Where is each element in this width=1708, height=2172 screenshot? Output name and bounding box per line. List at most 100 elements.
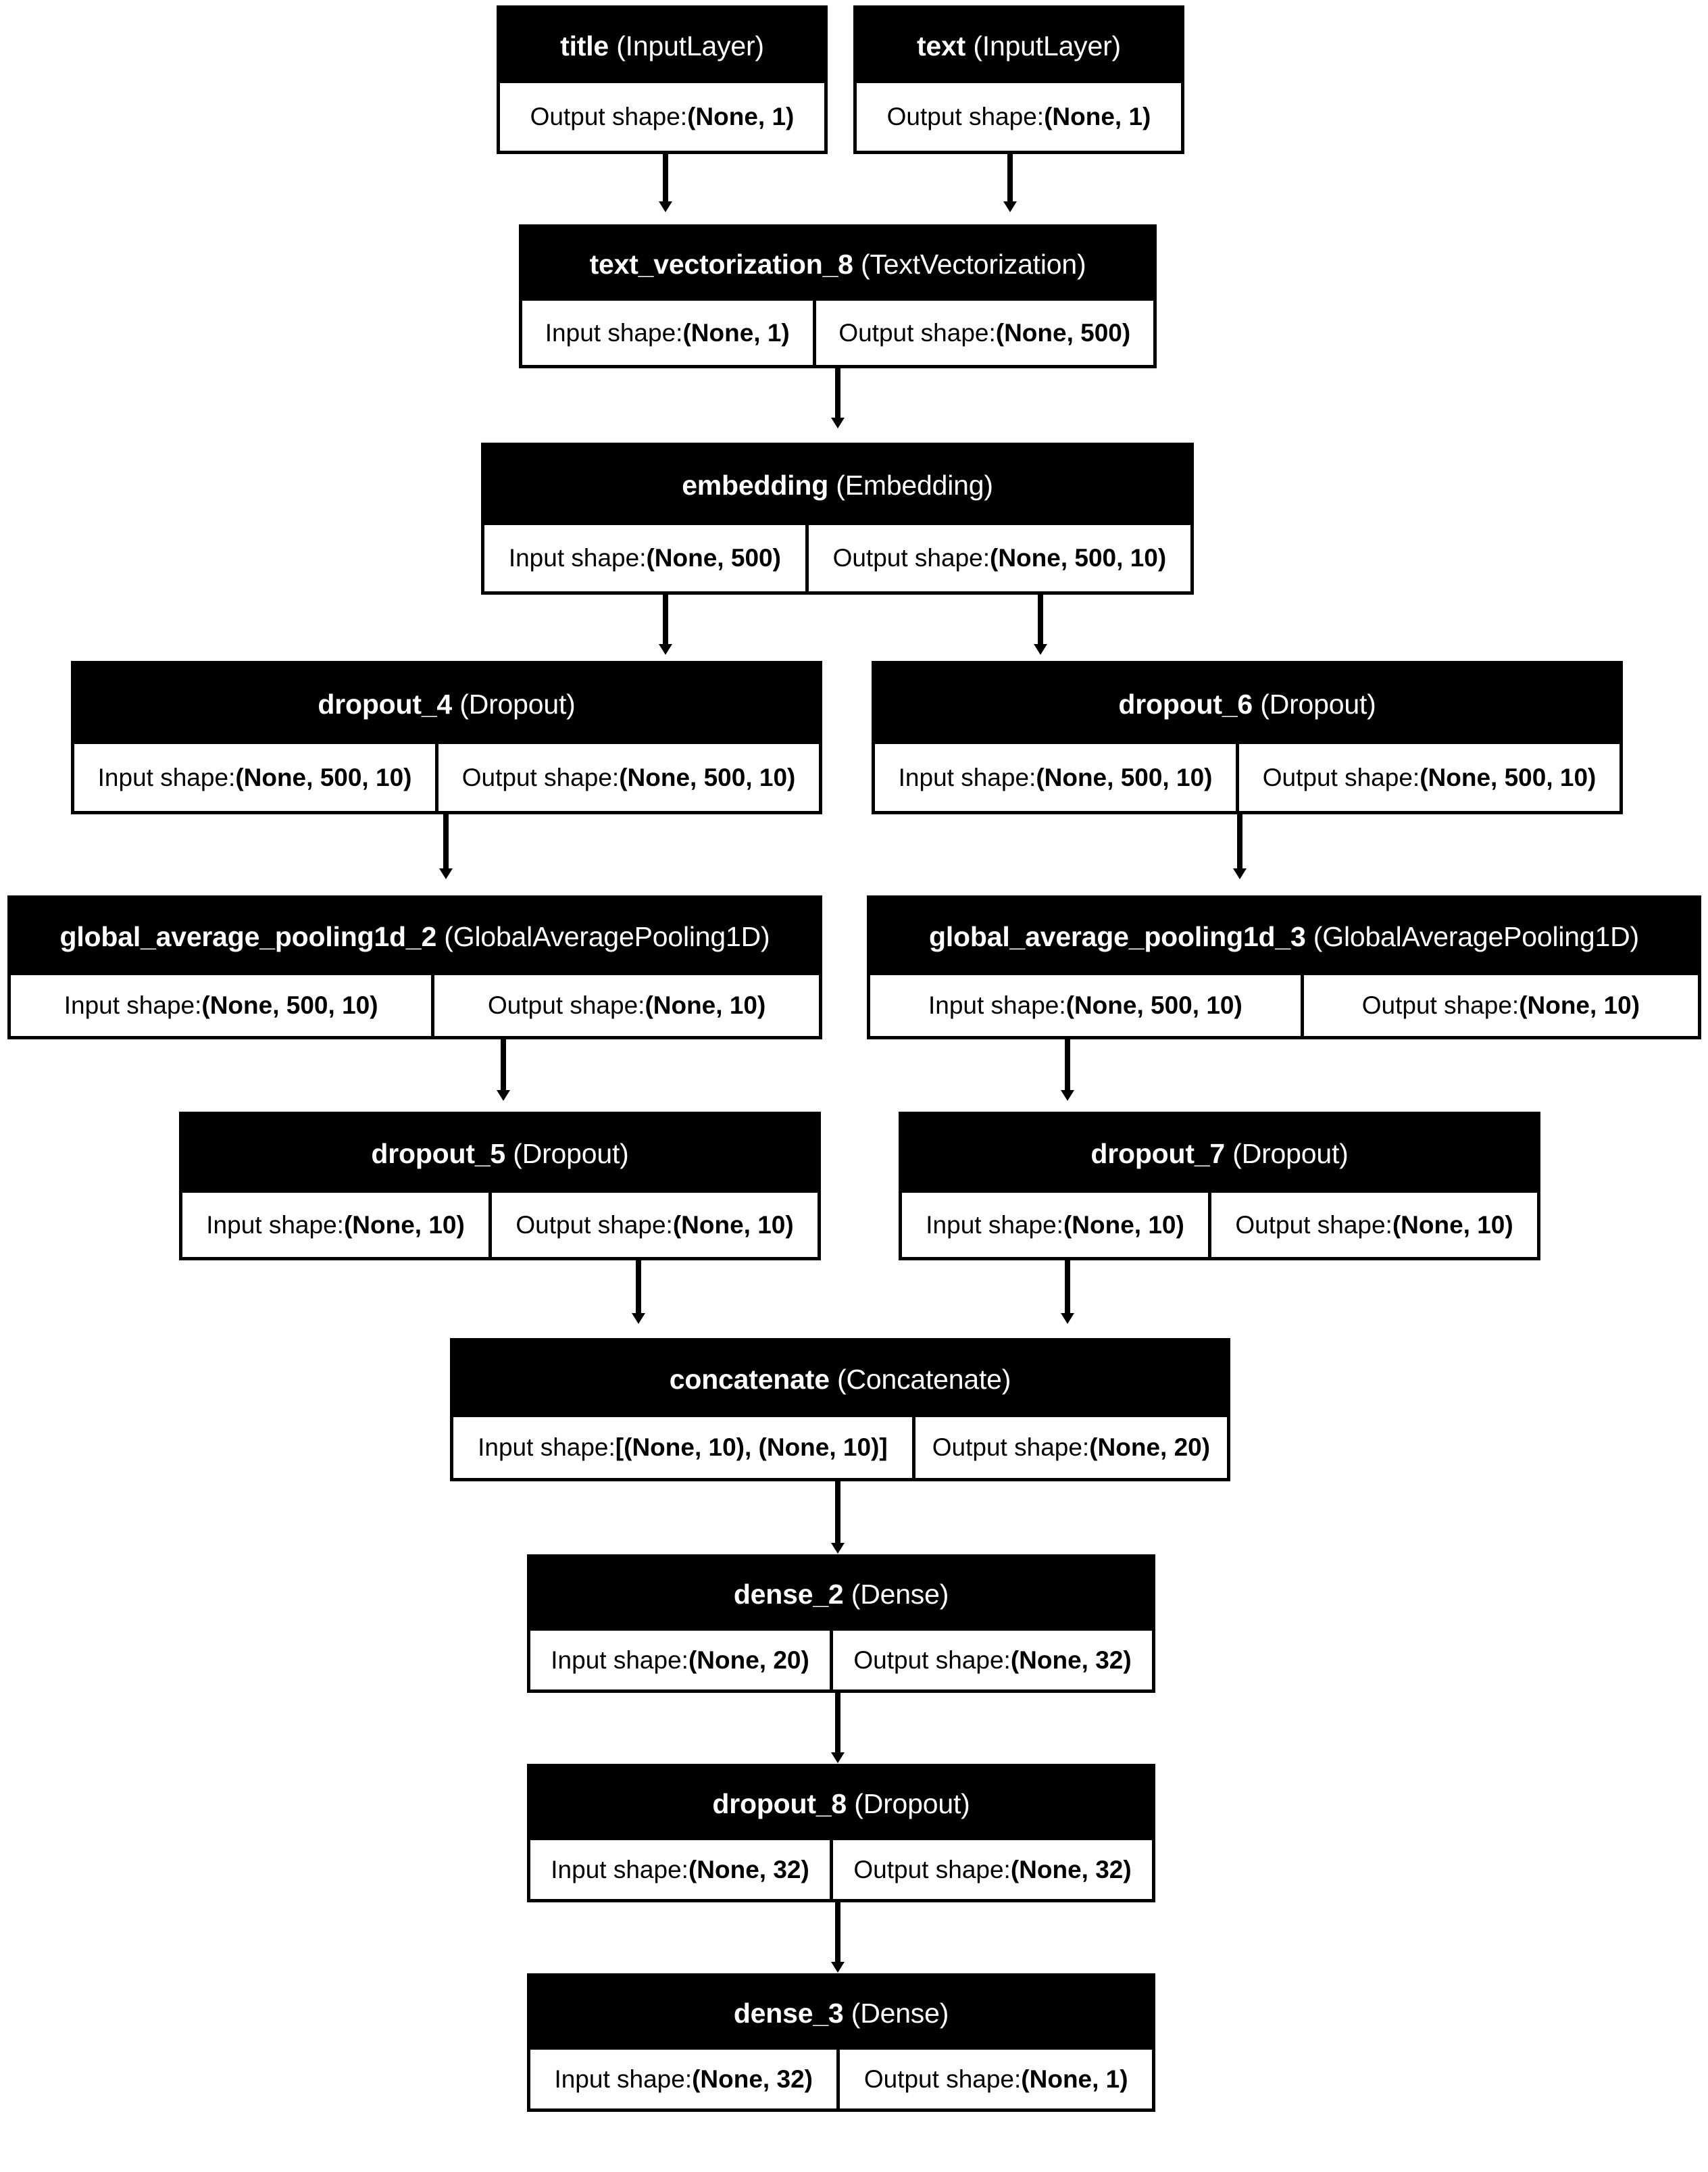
node-dense-2[interactable]: dense_2 (Dense) Input shape: (None, 20) …	[527, 1554, 1155, 1693]
output-shape-value: (None, 500)	[995, 318, 1131, 347]
output-shape-value: (None, 1)	[687, 103, 795, 130]
node-concatenate-type: (Concatenate)	[837, 1363, 1011, 1395]
input-shape-value: (None, 32)	[688, 1855, 809, 1883]
node-text-type: (InputLayer)	[973, 30, 1121, 61]
output-shape-value: (None, 500, 10)	[990, 544, 1167, 572]
output-shape-label: Output shape:	[838, 318, 996, 347]
node-dense-2-header: dense_2 (Dense)	[530, 1558, 1152, 1631]
node-dropout-6-type: (Dropout)	[1260, 688, 1376, 720]
output-shape-value: (None, 32)	[1010, 1855, 1132, 1883]
input-shape-value: (None, 500)	[646, 544, 781, 572]
node-embedding-name: embedding	[682, 470, 829, 501]
node-dropout-4-output-shape: Output shape: (None, 500, 10)	[435, 744, 819, 811]
node-title-shapes: Output shape: (None, 1)	[500, 83, 824, 151]
output-shape-label: Output shape:	[886, 103, 1045, 130]
input-shape-label: Input shape:	[554, 2065, 693, 2093]
node-dropout-6-input-shape: Input shape: (None, 500, 10)	[875, 744, 1236, 811]
node-dropout-8-shapes: Input shape: (None, 32) Output shape: (N…	[530, 1840, 1152, 1899]
node-dropout-4[interactable]: dropout_4 (Dropout) Input shape: (None, …	[71, 661, 822, 814]
output-shape-label: Output shape:	[853, 1646, 1011, 1674]
input-shape-label: Input shape:	[206, 1210, 344, 1239]
node-concatenate-shapes: Input shape: [(None, 10), (None, 10)] Ou…	[453, 1417, 1227, 1478]
output-shape-label: Output shape:	[932, 1433, 1090, 1461]
node-dropout-6-name: dropout_6	[1118, 688, 1253, 720]
node-text[interactable]: text (InputLayer) Output shape: (None, 1…	[853, 5, 1184, 154]
node-dense-3-shapes: Input shape: (None, 32) Output shape: (N…	[530, 2050, 1152, 2108]
output-shape-value: (None, 10)	[1392, 1210, 1513, 1239]
node-dropout-5-input-shape: Input shape: (None, 10)	[182, 1193, 488, 1257]
node-dropout-7-name: dropout_7	[1090, 1138, 1226, 1169]
node-title-name: title	[560, 30, 609, 61]
node-dropout-7-type: (Dropout)	[1232, 1138, 1349, 1169]
node-text-shapes: Output shape: (None, 1)	[857, 83, 1181, 151]
input-shape-value: (None, 500, 10)	[201, 991, 378, 1019]
node-global-average-pooling1d-2-name: global_average_pooling1d_2	[59, 921, 437, 952]
node-dropout-5-header: dropout_5 (Dropout)	[182, 1115, 818, 1193]
output-shape-label: Output shape:	[853, 1855, 1011, 1883]
node-dropout-7-shapes: Input shape: (None, 10) Output shape: (N…	[902, 1193, 1537, 1257]
input-shape-label: Input shape:	[928, 991, 1066, 1019]
input-shape-label: Input shape:	[64, 991, 202, 1019]
input-shape-value: (None, 500, 10)	[1036, 763, 1213, 791]
node-concatenate-name: concatenate	[669, 1363, 830, 1395]
input-shape-label: Input shape:	[926, 1210, 1063, 1239]
node-dropout-5-name: dropout_5	[371, 1138, 506, 1169]
output-shape-label: Output shape:	[487, 991, 645, 1019]
node-global-average-pooling1d-3[interactable]: global_average_pooling1d_3 (GlobalAverag…	[867, 895, 1701, 1039]
node-embedding[interactable]: embedding (Embedding) Input shape: (None…	[481, 443, 1194, 595]
node-dropout-8-type: (Dropout)	[854, 1787, 970, 1819]
node-dropout-6-shapes: Input shape: (None, 500, 10) Output shap…	[875, 744, 1619, 811]
input-shape-value: (None, 10)	[343, 1210, 465, 1239]
node-embedding-header: embedding (Embedding)	[484, 446, 1190, 525]
output-shape-label: Output shape:	[461, 763, 620, 791]
node-dropout-6[interactable]: dropout_6 (Dropout) Input shape: (None, …	[872, 661, 1623, 814]
output-shape-value: (None, 32)	[1010, 1646, 1132, 1674]
node-dropout-5[interactable]: dropout_5 (Dropout) Input shape: (None, …	[179, 1112, 821, 1260]
node-dropout-6-output-shape: Output shape: (None, 500, 10)	[1236, 744, 1619, 811]
input-shape-value: (None, 500, 10)	[1065, 991, 1242, 1019]
node-title-output-shape: Output shape: (None, 1)	[500, 83, 824, 151]
input-shape-label: Input shape:	[551, 1855, 688, 1883]
node-text-vectorization-8-type: (TextVectorization)	[860, 248, 1086, 280]
node-concatenate-header: concatenate (Concatenate)	[453, 1341, 1227, 1417]
node-dropout-8[interactable]: dropout_8 (Dropout) Input shape: (None, …	[527, 1764, 1155, 1902]
node-dense-3-header: dense_3 (Dense)	[530, 1977, 1152, 2050]
node-dropout-4-input-shape: Input shape: (None, 500, 10)	[74, 744, 435, 811]
output-shape-value: (None, 20)	[1089, 1433, 1211, 1461]
output-shape-value: (None, 1)	[1021, 2065, 1128, 2093]
node-dropout-8-header: dropout_8 (Dropout)	[530, 1767, 1152, 1840]
node-global-average-pooling1d-2[interactable]: global_average_pooling1d_2 (GlobalAverag…	[7, 895, 822, 1039]
node-global-average-pooling1d-3-name: global_average_pooling1d_3	[929, 921, 1306, 952]
node-dropout-7-input-shape: Input shape: (None, 10)	[902, 1193, 1208, 1257]
node-dense-2-input-shape: Input shape: (None, 20)	[530, 1631, 830, 1689]
node-global-average-pooling1d-2-header: global_average_pooling1d_2 (GlobalAverag…	[11, 899, 819, 975]
node-dense-3-name: dense_3	[733, 1997, 844, 2029]
node-global-average-pooling1d-2-shapes: Input shape: (None, 500, 10) Output shap…	[11, 975, 819, 1036]
node-text-vectorization-8-input-shape: Input shape: (None, 1)	[522, 301, 813, 365]
node-dense-3-input-shape: Input shape: (None, 32)	[530, 2050, 836, 2108]
node-text-vectorization-8[interactable]: text_vectorization_8 (TextVectorization)…	[519, 224, 1157, 368]
node-embedding-shapes: Input shape: (None, 500) Output shape: (…	[484, 525, 1190, 591]
node-dropout-5-shapes: Input shape: (None, 10) Output shape: (N…	[182, 1193, 818, 1257]
output-shape-label: Output shape:	[1361, 991, 1519, 1019]
output-shape-label: Output shape:	[1262, 763, 1420, 791]
node-concatenate[interactable]: concatenate (Concatenate) Input shape: […	[450, 1338, 1230, 1481]
node-text-vectorization-8-header: text_vectorization_8 (TextVectorization)	[522, 228, 1153, 301]
node-dense-3[interactable]: dense_3 (Dense) Input shape: (None, 32) …	[527, 1973, 1155, 2112]
output-shape-label: Output shape:	[516, 1210, 673, 1239]
node-embedding-type: (Embedding)	[836, 470, 993, 501]
node-text-vectorization-8-output-shape: Output shape: (None, 500)	[812, 301, 1153, 365]
node-concatenate-input-shape: Input shape: [(None, 10), (None, 10)]	[453, 1417, 912, 1478]
node-global-average-pooling1d-3-shapes: Input shape: (None, 500, 10) Output shap…	[870, 975, 1698, 1036]
node-global-average-pooling1d-3-type: (GlobalAveragePooling1D)	[1313, 921, 1639, 952]
node-dense-2-shapes: Input shape: (None, 20) Output shape: (N…	[530, 1631, 1152, 1689]
node-dropout-8-output-shape: Output shape: (None, 32)	[830, 1840, 1152, 1899]
node-title-type: (InputLayer)	[616, 30, 764, 61]
node-title[interactable]: title (InputLayer) Output shape: (None, …	[497, 5, 828, 154]
output-shape-value: (None, 500, 10)	[1420, 763, 1597, 791]
node-global-average-pooling1d-2-input-shape: Input shape: (None, 500, 10)	[11, 975, 431, 1036]
node-dropout-6-header: dropout_6 (Dropout)	[875, 664, 1619, 744]
node-dropout-7[interactable]: dropout_7 (Dropout) Input shape: (None, …	[899, 1112, 1540, 1260]
node-text-vectorization-8-shapes: Input shape: (None, 1) Output shape: (No…	[522, 301, 1153, 365]
